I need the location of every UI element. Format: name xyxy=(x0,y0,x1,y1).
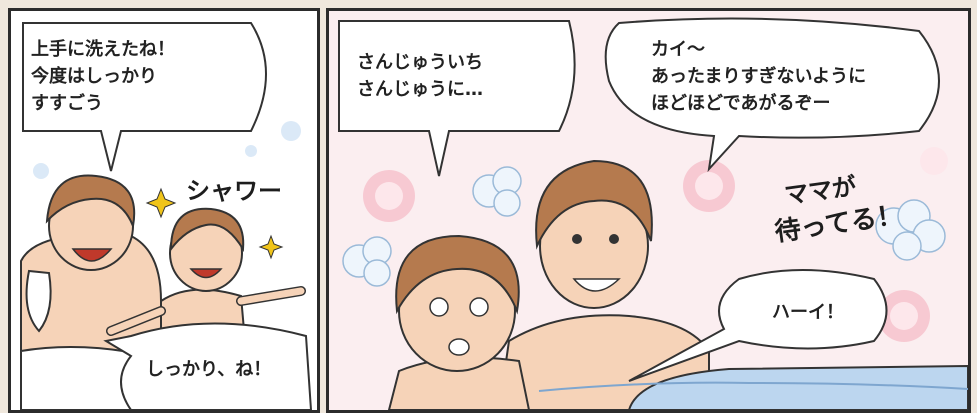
speech-text-left-1: 上手に洗えたね！ 今度はしっかり すすごう xyxy=(31,39,175,114)
speech-text-right-2: カイ～ あったまりすぎないように ほどほどであがるぞー xyxy=(651,39,867,114)
speech-text-right-3: ハーイ！ xyxy=(772,302,844,323)
speech-text-right-1: さんじゅういち さんじゅうに… xyxy=(357,52,483,100)
bath-tub-scene xyxy=(338,17,968,410)
bath-shower-scene xyxy=(20,22,313,410)
panel-right: さんじゅういち さんじゅうに… カイ～ あったまりすぎないように ほどほどであが… xyxy=(326,8,971,413)
speech-bubble-right-1 xyxy=(338,20,576,177)
speech-text-left-2: しっかり、ね！ xyxy=(146,359,272,380)
speech-bubble-right-2 xyxy=(604,17,940,173)
panel-left: 上手に洗えたね！ 今度はしっかり すすごう しっかり、ね！ シャワー xyxy=(8,8,320,413)
speech-bubble-left-bottom xyxy=(103,322,313,410)
sfx-shower: シャワー xyxy=(186,177,282,205)
speech-bubble-right-3 xyxy=(628,269,888,382)
speech-bubble-left-top xyxy=(22,22,267,172)
